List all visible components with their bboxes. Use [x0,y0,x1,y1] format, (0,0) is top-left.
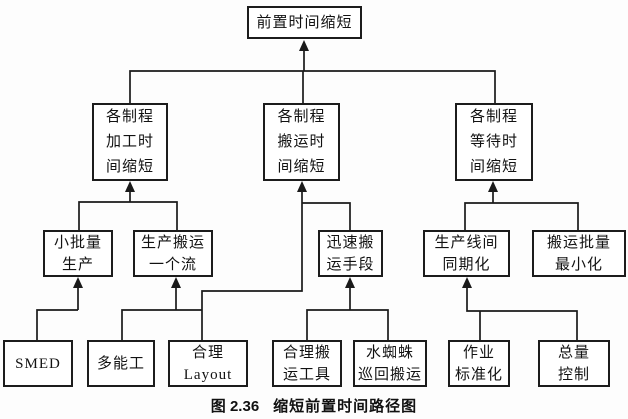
edge-transporttime-arrowhead [297,181,307,192]
edge-rapidtransport-branch [302,202,351,230]
node-rapid-transport-means: 迅速搬 运手段 [318,230,383,277]
edge-root-arrowhead [299,40,309,51]
node-minimize-transport-batch: 搬运批量 最小化 [532,230,626,277]
figure-caption: 图 2.36 缩短前置时间路径图 [0,395,628,416]
node-wait-time-reduction: 各制程 等待时 间缩短 [455,103,533,181]
edge-waittime-arrowhead [488,181,498,192]
edge-waittime-rake [464,202,579,230]
edge-linesync-rake [466,286,578,340]
edge-rapidtransport-rake [306,309,389,340]
node-water-spider-transport: 水蜘蛛 巡回搬运 [353,340,427,387]
edge-processtime-arrowhead [125,181,135,192]
node-rational-transport-tools: 合理搬 运工具 [272,340,342,387]
node-one-piece-flow: 生产搬运 一个流 [133,230,213,277]
edge-rapidtransport-arrowhead [345,277,355,288]
edge-smallbatch-arrowhead [73,277,83,288]
node-multi-skilled-workers: 多能工 [87,340,155,387]
edge-onepieceflow-arrowhead [171,277,181,288]
node-smed: SMED [3,340,73,387]
node-process-time-reduction: 各制程 加工时 间缩短 [92,103,168,181]
edge-linesync-arrowhead [462,277,472,288]
node-work-standardization: 作业 标准化 [448,340,510,387]
edge-onepieceflow-rake [121,309,202,340]
edge-transporttime-trunk [201,190,303,340]
edge-processtime-rake [78,201,178,230]
edge-smallbatch-rake [36,309,78,340]
node-line-synchronization: 生产线间 同期化 [423,230,510,277]
node-lead-time-reduction: 前置时间缩短 [247,6,362,39]
figure-caption-number: 图 2.36 [210,398,260,415]
edge-level2-rake [129,70,496,103]
node-transport-time-reduction: 各制程 搬运时 间缩短 [263,103,340,181]
node-rational-layout: 合理 Layout [168,340,248,387]
figure-caption-title: 缩短前置时间路径图 [273,398,418,415]
node-total-quantity-control: 总量 控制 [538,340,610,387]
node-small-batch-production: 小批量 生产 [43,230,113,277]
